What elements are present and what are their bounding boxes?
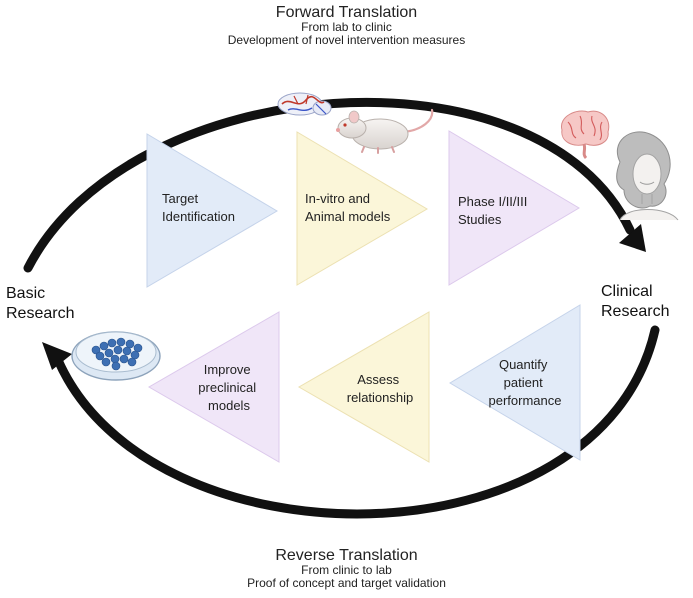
step-assess-relationship [297,311,430,463]
step-target-identification [146,133,278,288]
forward-translation-title: Forward Translation [275,4,418,21]
human-brain-icon [561,110,610,160]
clinical-research-line2: Research [601,303,670,320]
reverse-translation-subtitle: From clinic to lab [301,563,392,577]
step-clinical-studies-label: Phase I/II/III Studies [458,194,531,227]
reverse-translation-title: Reverse Translation [275,547,418,564]
step-assess-relationship-label: Assess relationship [347,372,414,405]
clinical-research-line1: Clinical [601,283,653,300]
brain-icon [277,92,332,116]
forward-translation-subtitle: From lab to clinic [301,20,392,34]
forward-arrowhead [619,224,646,252]
forward-translation-description: Development of novel intervention measur… [227,33,466,47]
reverse-arc [53,325,660,519]
basic-research-line2: Research [6,305,75,322]
step-target-identification-label: Target Identification [162,191,235,224]
basic-research-label: Basic Research [6,284,74,324]
rat-icon [336,108,434,154]
reverse-arrowhead [42,342,72,370]
person-icon [616,131,679,221]
step-animal-models [296,131,428,286]
forward-arc [23,97,635,273]
basic-research-line1: Basic [6,285,46,302]
clinical-research-label: Clinical Research [601,282,669,322]
forward-translation-header: Forward Translation From lab to clinic D… [0,4,693,47]
step-improve-models [147,311,280,463]
reverse-translation-header: Reverse Translation From clinic to lab P… [0,547,693,590]
step-quantify-performance-label: Quantify patient performance [489,357,562,408]
step-clinical-studies [448,130,580,286]
step-improve-models-label: Improve preclinical models [198,362,259,413]
step-animal-models-label: In-vitro and Animal models [305,191,391,224]
step-quantify-performance [449,304,581,461]
petri-dish-icon [71,331,161,381]
reverse-translation-description: Proof of concept and target validation [247,576,446,590]
